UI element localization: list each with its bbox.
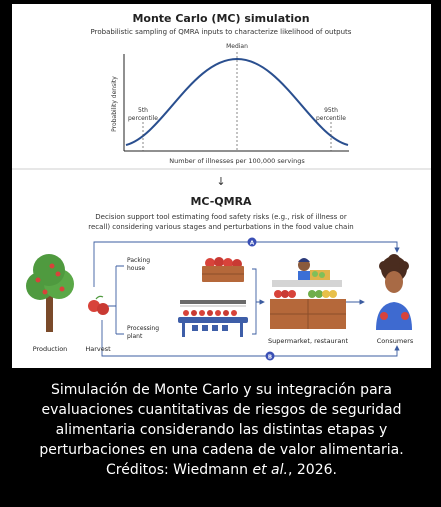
packing-house-label-1: Packing xyxy=(127,257,150,264)
mc-subtitle: Probabilistic sampling of QMRA inputs to… xyxy=(91,28,352,36)
caption-italic: et al. xyxy=(252,462,288,478)
processing-plant-label-2: plant xyxy=(127,333,143,340)
production-label: Production xyxy=(33,345,68,353)
harvest-apples-icon xyxy=(88,295,109,315)
caption-text-end: , 2026. xyxy=(287,462,337,478)
p5-label: 5th xyxy=(138,107,148,114)
crate-icon xyxy=(202,257,244,282)
x-axis-label: Number of illnesses per 100,000 servings xyxy=(169,157,305,165)
probability-density-curve xyxy=(125,57,349,146)
figure-svg: Monte Carlo (MC) simulation Probabilisti… xyxy=(12,12,431,361)
badge-b-label: B xyxy=(268,355,272,361)
qmra-desc-line2: recall) considering various stages and p… xyxy=(88,223,353,231)
flow-harvest-branch xyxy=(108,265,124,335)
flow-a-path xyxy=(93,241,400,287)
apple-tree-icon xyxy=(26,254,74,332)
qmra-desc-line1: Decision support tool estimating food sa… xyxy=(95,213,347,221)
median-label: Median xyxy=(226,43,248,50)
supermarket-stall-icon xyxy=(270,258,346,329)
badge-a-label: A xyxy=(250,241,255,247)
processing-line-icon xyxy=(178,300,248,337)
p5-percentile-word: percentile xyxy=(128,115,158,122)
p95-label: 95th xyxy=(324,107,338,114)
consumer-person-icon xyxy=(376,254,412,330)
caption-text: Simulación de Monte Carlo y su integraci… xyxy=(12,370,431,480)
caption-text-main: Simulación de Monte Carlo y su integraci… xyxy=(39,382,404,478)
harvest-label: Harvest xyxy=(85,345,111,353)
packing-house-label-2: house xyxy=(127,265,145,272)
figure-image: Monte Carlo (MC) simulation Probabilisti… xyxy=(12,4,431,368)
consumers-label: Consumers xyxy=(377,337,414,345)
flow-b-path xyxy=(101,320,400,357)
badge-b xyxy=(265,351,275,361)
processing-plant-label-1: Processing xyxy=(127,325,159,332)
y-axis-label: Probability density xyxy=(111,76,118,132)
down-arrow-icon: ↓ xyxy=(216,175,225,188)
flow-to-supermarket xyxy=(252,268,264,335)
caption: Simulación de Monte Carlo y su integraci… xyxy=(12,370,431,505)
mc-title: Monte Carlo (MC) simulation xyxy=(132,12,309,25)
badge-a xyxy=(247,237,257,247)
p95-percentile-word: percentile xyxy=(316,115,346,122)
qmra-title: MC-QMRA xyxy=(190,195,252,208)
supermarket-label: Supermarket, restaurant xyxy=(268,337,348,345)
